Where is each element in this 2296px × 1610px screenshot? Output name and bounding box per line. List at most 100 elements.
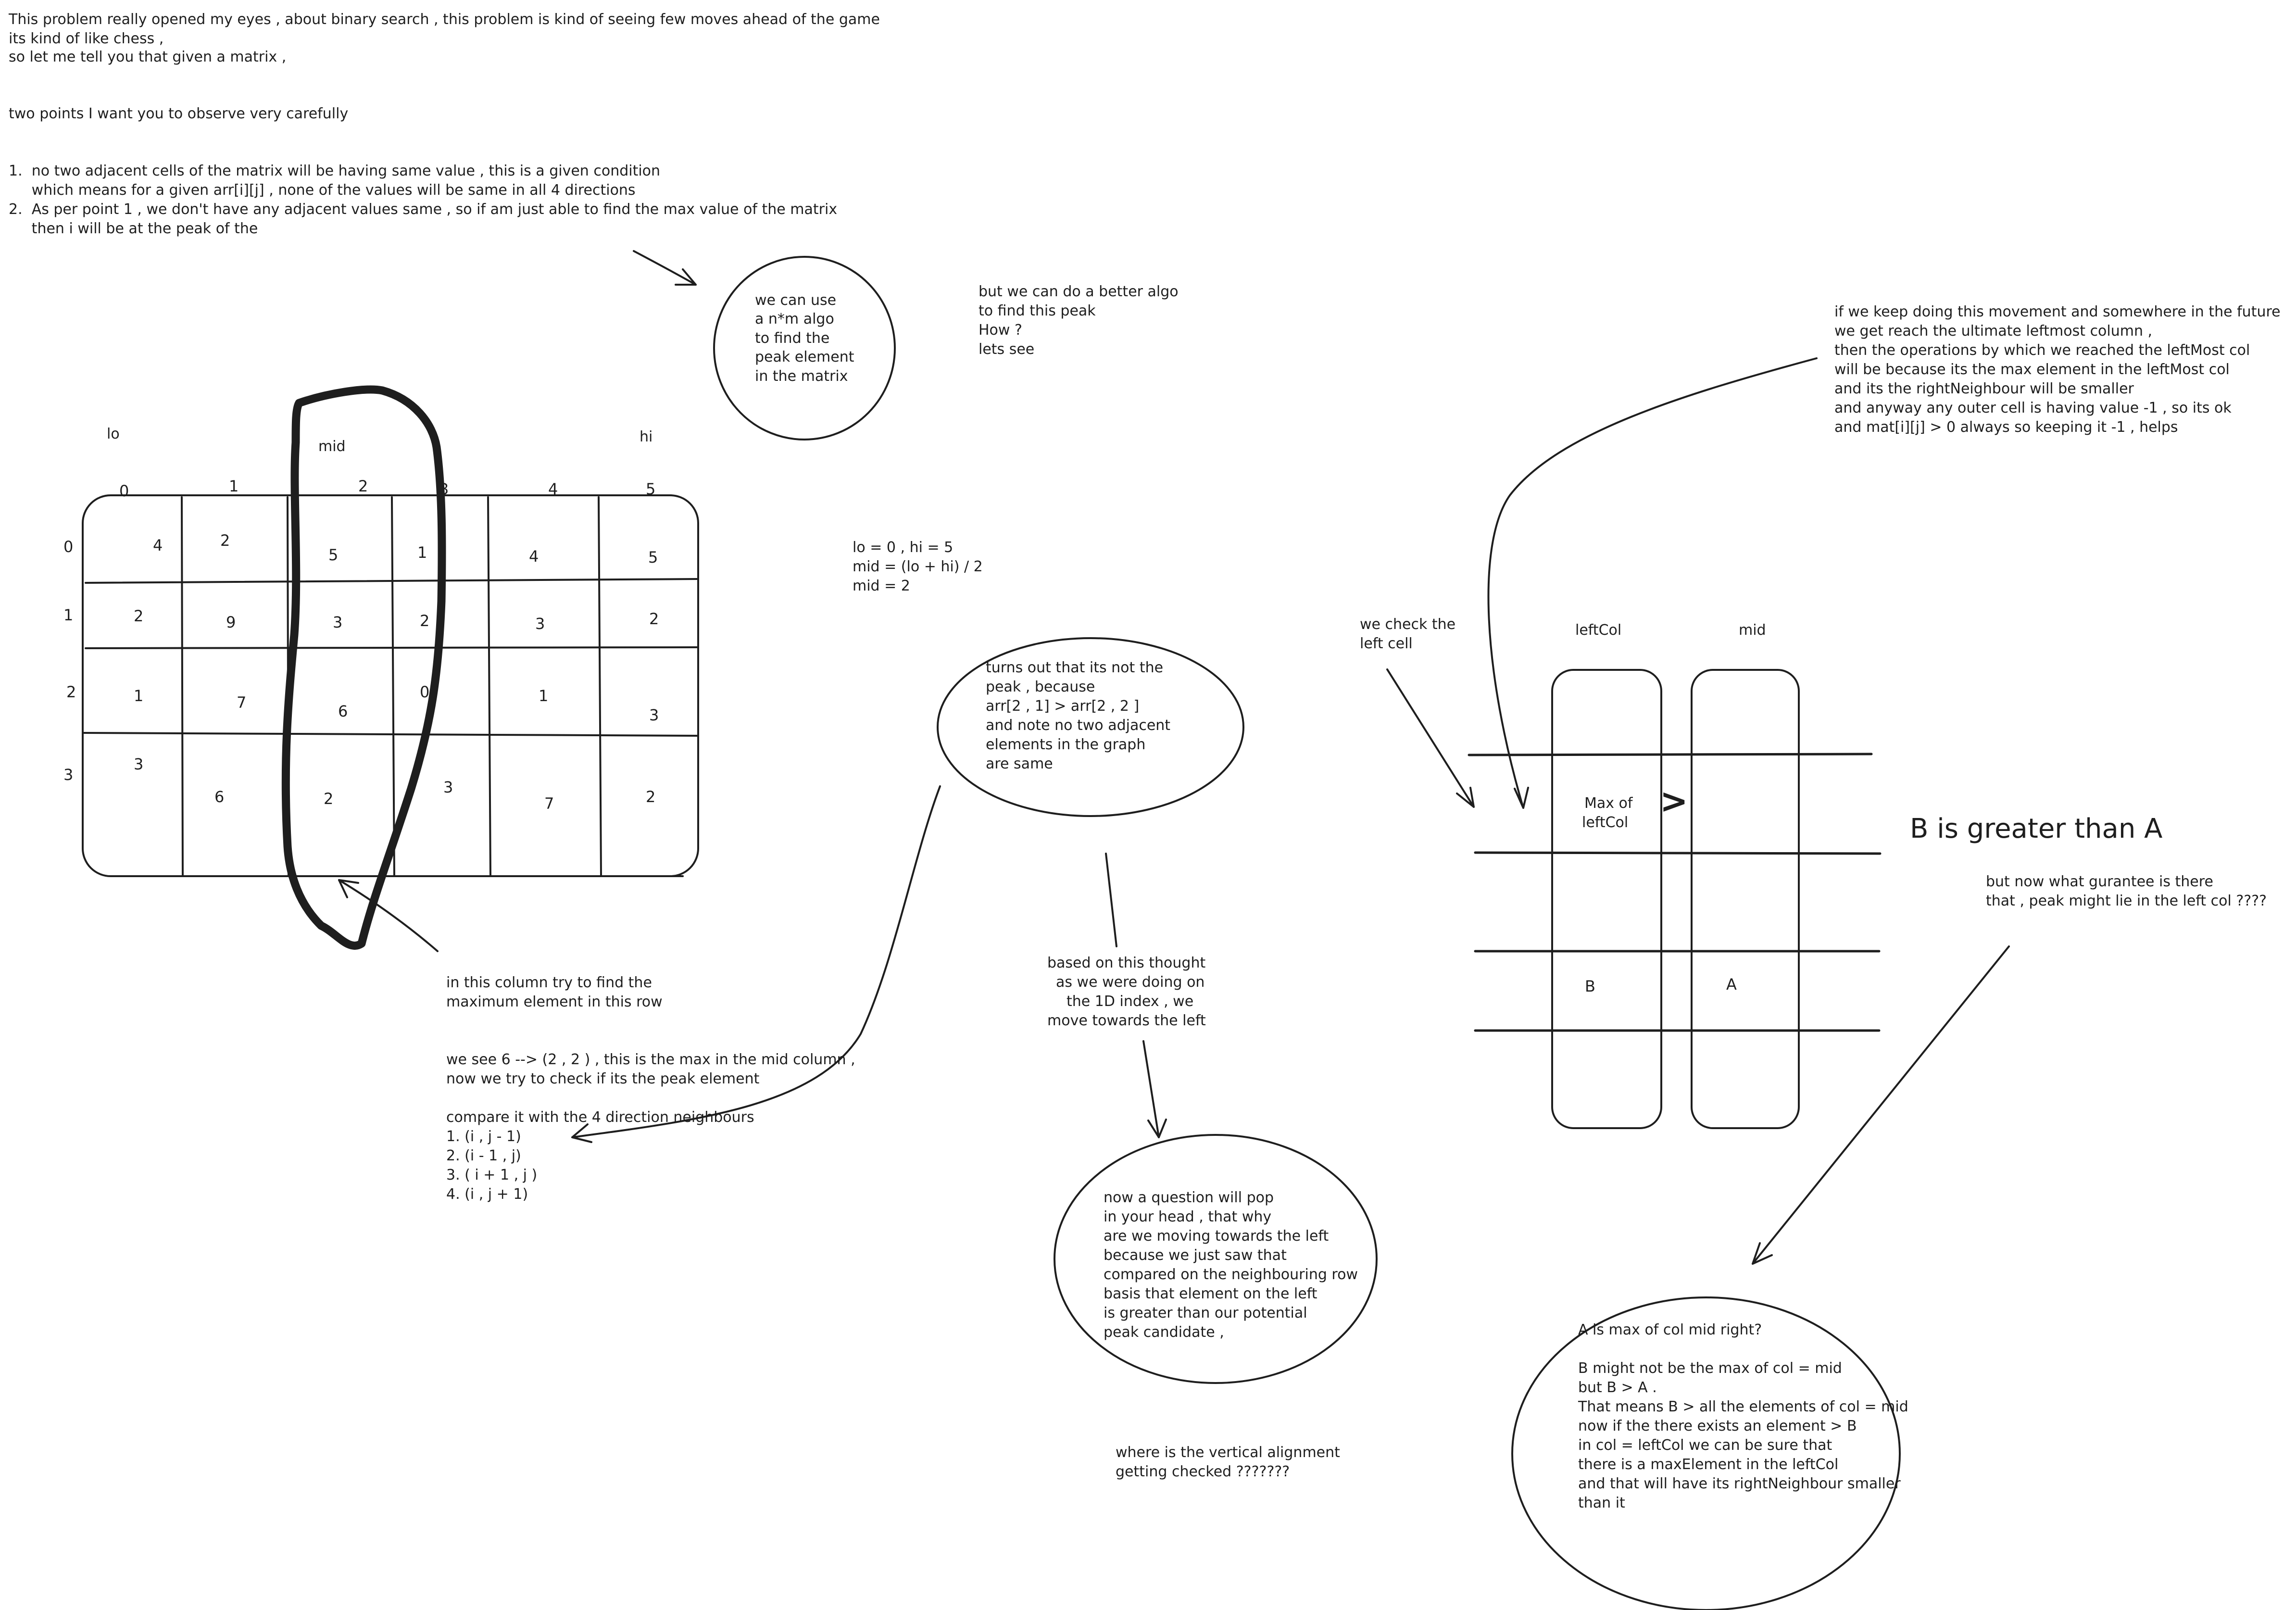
grid-line xyxy=(598,496,602,877)
cell-value: 3 xyxy=(333,613,342,631)
note-line: maximum element in this row xyxy=(446,994,663,1010)
arrow-to-mid-column xyxy=(338,879,439,952)
note-line: as we were doing on xyxy=(1056,974,1204,991)
cell-value: 7 xyxy=(237,693,246,712)
bubble-outline xyxy=(1054,1134,1378,1384)
calc-line: mid = 2 xyxy=(853,578,910,594)
note-line: the 1D index , we xyxy=(1066,993,1193,1010)
arrow-to-nm-bubble xyxy=(633,250,697,286)
point-line-2: which means for a given arr[i][j] , none… xyxy=(9,182,636,199)
note-line: where is the vertical alignment xyxy=(1116,1444,1340,1461)
grid-line xyxy=(391,496,395,877)
bubble-line: in col = leftCol we can be sure that xyxy=(1578,1437,1832,1454)
bubble-line: peak candidate , xyxy=(1104,1324,1224,1341)
arrow-to-neighbour-list xyxy=(571,785,941,1143)
leftcol-column xyxy=(1551,669,1662,1129)
columns-diagram: leftCol mid Max of leftCol > B A xyxy=(1468,622,1882,1129)
bubble-line: than it xyxy=(1578,1495,1625,1511)
matrix-diagram: lo mid hi 0 1 2 3 4 5 0 1 2 3 4 2 5 1 4 … xyxy=(63,385,699,950)
cell-value: 5 xyxy=(328,546,338,564)
cell-value: 2 xyxy=(420,612,429,630)
note-line: that , peak might lie in the left col ??… xyxy=(1986,893,2267,909)
cell-value: 3 xyxy=(134,755,143,773)
intro-line-3: so let me tell you that given a matrix , xyxy=(9,49,286,65)
bubble-line: compared on the neighbouring row xyxy=(1104,1266,1358,1283)
vertical-note: where is the vertical alignment getting … xyxy=(1116,1444,1340,1480)
cell-value: 5 xyxy=(648,548,658,566)
row-line xyxy=(1474,851,1882,855)
not-peak-bubble: turns out that its not the peak , becaus… xyxy=(937,637,1244,817)
intro-line-1: This problem really opened my eyes , abo… xyxy=(8,11,880,28)
row-index: 0 xyxy=(63,538,73,556)
b-cell-label: B xyxy=(1585,977,1595,995)
mid-column xyxy=(1691,669,1800,1129)
bubble-line: a n*m algo xyxy=(755,311,834,327)
bubble-line: and that will have its rightNeighbour sm… xyxy=(1578,1475,1901,1492)
greater-than-symbol: > xyxy=(1660,781,1688,821)
note-line: we check the xyxy=(1360,616,1455,633)
arrow-segment xyxy=(1105,853,1117,947)
bubble-line: are we moving towards the left xyxy=(1104,1228,1329,1245)
note-line: then the operations by which we reached … xyxy=(1834,342,2250,359)
lo-label: lo xyxy=(107,426,120,442)
bubble-outline xyxy=(713,256,896,440)
col-index: 4 xyxy=(548,480,558,498)
grid-line xyxy=(82,732,699,737)
grid-line xyxy=(487,496,491,877)
nm-bubble: we can use a n*m algo to find the peak e… xyxy=(713,256,896,440)
calc-line: lo = 0 , hi = 5 xyxy=(853,539,953,556)
final-bubble: A is max of col mid right? B might not b… xyxy=(1511,1296,1908,1610)
bubble-outline xyxy=(937,637,1244,817)
better-algo-note: but we can do a better algo to find this… xyxy=(979,283,1179,358)
cell-value: 6 xyxy=(338,702,348,720)
cell-value: 7 xyxy=(544,794,554,813)
lo-hi-calc: lo = 0 , hi = 5 mid = (lo + hi) / 2 mid … xyxy=(853,539,983,594)
grid-line xyxy=(85,646,698,649)
arrow-to-left-cell xyxy=(1386,668,1475,808)
note-line: and its the rightNeighbour will be small… xyxy=(1834,380,2134,397)
cell-value: 2 xyxy=(220,531,230,550)
note-line: 3. ( i + 1 , j ) xyxy=(446,1167,537,1183)
bubble-line: are same xyxy=(986,755,1053,772)
cell-value: 0 xyxy=(420,683,429,701)
bubble-line: in the matrix xyxy=(755,368,848,385)
arrow-to-max-leftcol xyxy=(1487,357,1818,809)
bubble-line: and note no two adjacent xyxy=(986,717,1170,734)
future-note: if we keep doing this movement and somew… xyxy=(1834,303,2281,436)
bubble-line: to find the xyxy=(755,330,829,347)
max-cell-line: Max of xyxy=(1584,795,1633,812)
mid-label: mid xyxy=(318,438,346,455)
cell-value: 4 xyxy=(153,536,163,554)
note-line: to find this peak xyxy=(979,302,1096,319)
cell-value: 4 xyxy=(529,547,539,566)
cell-value: 2 xyxy=(646,788,655,806)
note-line: based on this thought xyxy=(1047,955,1205,971)
bubble-line: basis that element on the left xyxy=(1104,1285,1317,1302)
bubble-line: A is max of col mid right? xyxy=(1578,1321,1762,1338)
mid-col-label: mid xyxy=(1739,622,1766,639)
bubble-line: because we just saw that xyxy=(1104,1247,1287,1264)
bubble-line: now a question will pop xyxy=(1104,1189,1274,1206)
column-note: in this column try to find the maximum e… xyxy=(446,974,663,1010)
note-line: we see 6 --> (2 , 2 ) , this is the max … xyxy=(446,1051,855,1068)
bubble-line: but B > A . xyxy=(1578,1379,1657,1396)
note-line: 1. (i , j - 1) xyxy=(446,1128,521,1145)
b-greater-than-a-heading: B is greater than A xyxy=(1910,813,2162,844)
arrow-to-final-bubble xyxy=(1752,945,2010,1265)
row-index: 3 xyxy=(63,766,73,784)
note-line: in this column try to find the xyxy=(446,974,652,991)
note-line: and anyway any outer cell is having valu… xyxy=(1834,400,2232,416)
calc-line: mid = (lo + hi) / 2 xyxy=(853,558,983,575)
note-line: but now what gurantee is there xyxy=(1986,873,2213,890)
bubble-line: we can use xyxy=(755,292,836,309)
note-line: 4. (i , j + 1) xyxy=(446,1186,528,1203)
cell-value: 2 xyxy=(134,607,143,625)
cell-value: 1 xyxy=(539,687,548,705)
hi-label: hi xyxy=(640,428,652,445)
note-line: and mat[i][j] > 0 always so keeping it -… xyxy=(1834,419,2178,436)
col-index: 5 xyxy=(646,480,655,498)
note-line: compare it with the 4 direction neighbou… xyxy=(446,1109,754,1126)
note-line: lets see xyxy=(979,341,1034,358)
col-index: 0 xyxy=(119,482,129,500)
